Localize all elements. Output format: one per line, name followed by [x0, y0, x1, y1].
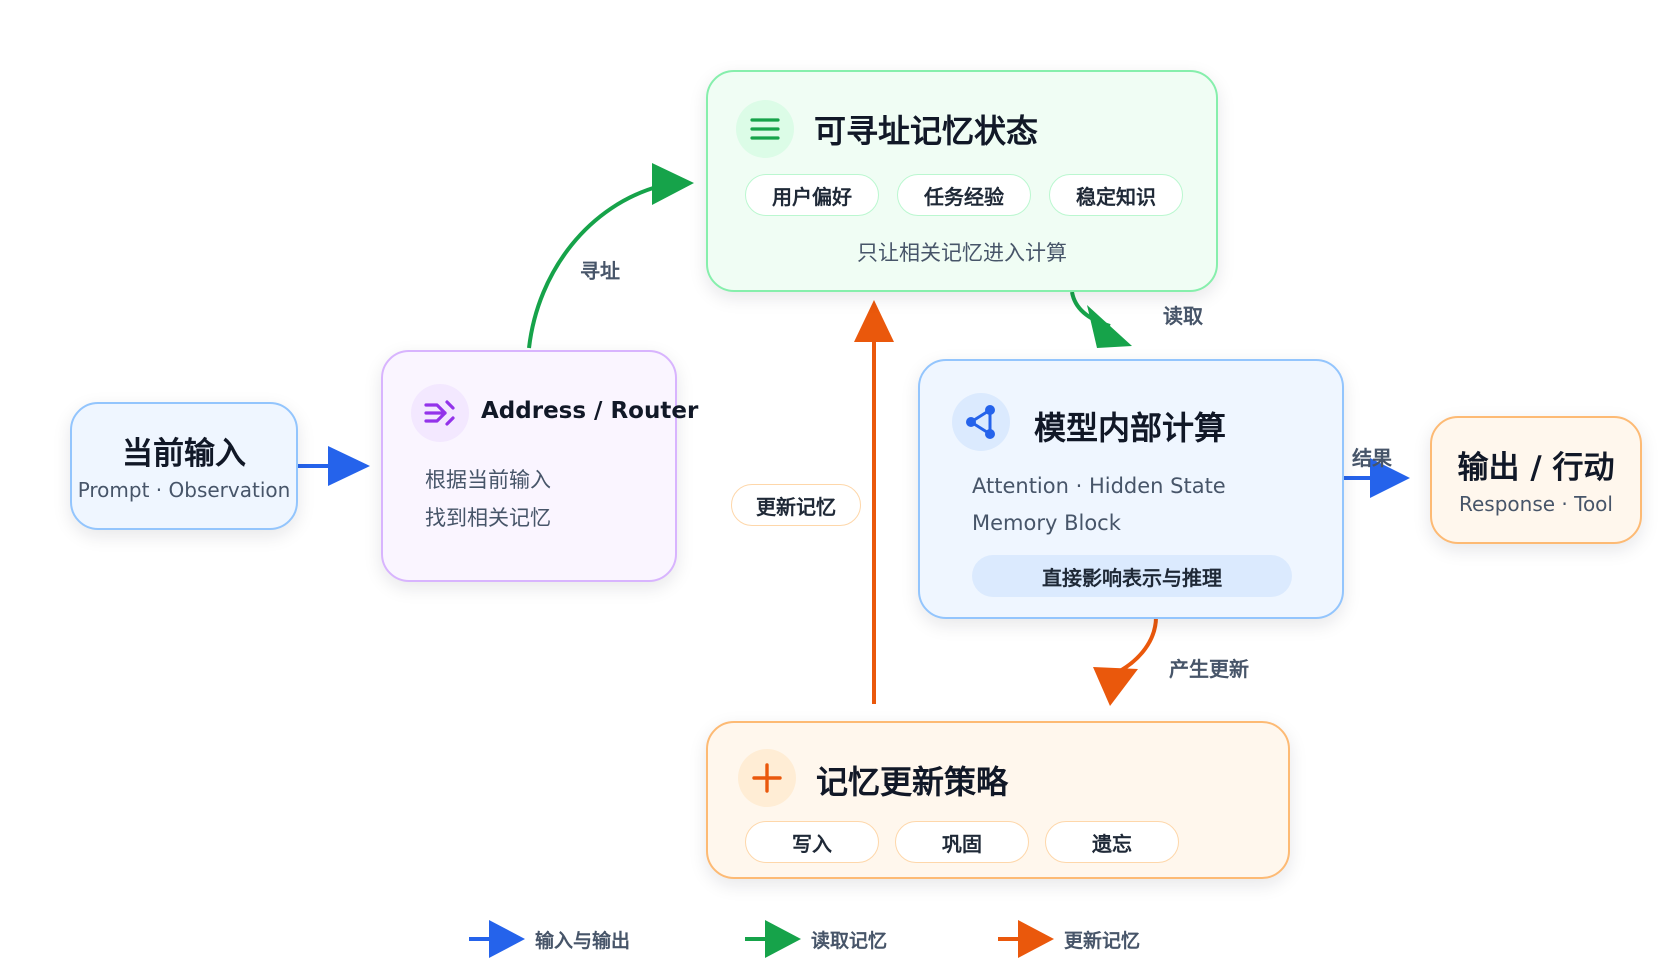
update-chip-forget: 遗忘 — [1045, 821, 1179, 863]
arrowhead-compute-to-output — [1370, 458, 1410, 498]
node-output-action-subtitle: Response · Tool — [1459, 492, 1613, 516]
compute-highlight-pill: 直接影响表示与推理 — [972, 555, 1292, 597]
node-output-action-title: 输出 / 行动 — [1457, 450, 1615, 486]
legend-arrow-green-icon — [745, 920, 801, 958]
legend-item-io: 输入与输出 — [467, 918, 630, 960]
update-chip-write: 写入 — [745, 821, 879, 863]
node-current-input-title: 当前输入 — [122, 436, 246, 472]
node-address-router: Address / Router 根据当前输入 找到相关记忆 — [381, 350, 698, 582]
legend-arrow-blue-icon — [469, 920, 525, 958]
arrowhead-update-to-memory — [854, 300, 894, 342]
legend-arrow-orange-icon — [998, 920, 1054, 958]
node-memory-update-title: 记忆更新策略 — [816, 763, 1009, 801]
legend-label-update: 更新记忆 — [1064, 929, 1141, 952]
node-internal-compute-title: 模型内部计算 — [1034, 409, 1227, 447]
legend-item-update: 更新记忆 — [996, 918, 1140, 960]
node-internal-compute: 模型内部计算 Attention · Hidden State Memory B… — [918, 359, 1344, 619]
node-memory-update: 记忆更新策略 写入 巩固 遗忘 — [706, 721, 1290, 879]
arrowhead-memory-to-compute — [1087, 305, 1132, 348]
arrow-compute-to-update — [1117, 616, 1158, 674]
node-current-input: 当前输入 Prompt · Observation — [70, 402, 298, 530]
memory-chip-user-preference: 用户偏好 — [745, 174, 879, 216]
legend-label-read: 读取记忆 — [811, 929, 888, 952]
arrowhead-input-to-router — [328, 446, 370, 486]
node-output-action: 输出 / 行动 Response · Tool — [1430, 416, 1642, 544]
edge-label-read: 读取 — [1163, 304, 1203, 328]
edge-label-result: 结果 — [1352, 446, 1392, 470]
share-nodes-icon — [966, 405, 995, 439]
legend-item-read: 读取记忆 — [743, 918, 887, 960]
update-icon-circle — [738, 749, 796, 807]
node-address-router-line1: 根据当前输入 — [425, 468, 551, 492]
update-chip-consolidate: 巩固 — [895, 821, 1029, 863]
node-current-input-subtitle: Prompt · Observation — [77, 478, 291, 502]
plus-icon — [752, 763, 782, 793]
arrowhead-compute-to-update — [1093, 667, 1138, 706]
legend-label-io: 输入与输出 — [535, 929, 631, 952]
edge-label-update-memory: 更新记忆 — [731, 484, 861, 526]
edge-label-address: 寻址 — [580, 259, 620, 283]
router-icon — [424, 400, 455, 426]
node-internal-compute-line2: Memory Block — [972, 511, 1121, 535]
node-address-router-title: Address / Router — [481, 398, 699, 424]
arrow-router-to-memory — [527, 184, 661, 349]
node-address-router-line2: 找到相关记忆 — [425, 506, 551, 530]
memory-chip-stable-knowledge: 稳定知识 — [1049, 174, 1183, 216]
compute-icon-circle — [952, 393, 1010, 451]
memory-icon-circle — [736, 100, 794, 158]
menu-lines-icon — [750, 118, 780, 140]
router-icon-circle — [411, 384, 469, 442]
memory-chip-task-experience: 任务经验 — [897, 174, 1031, 216]
arrowhead-router-to-memory — [652, 163, 694, 205]
node-memory-state-title: 可寻址记忆状态 — [814, 112, 1039, 150]
node-internal-compute-line1: Attention · Hidden State — [972, 474, 1226, 498]
edge-label-produce-update: 产生更新 — [1169, 657, 1249, 681]
node-memory-state-note: 只让相关记忆进入计算 — [857, 241, 1067, 265]
node-memory-state: 可寻址记忆状态 用户偏好 任务经验 稳定知识 只让相关记忆进入计算 — [706, 70, 1218, 292]
